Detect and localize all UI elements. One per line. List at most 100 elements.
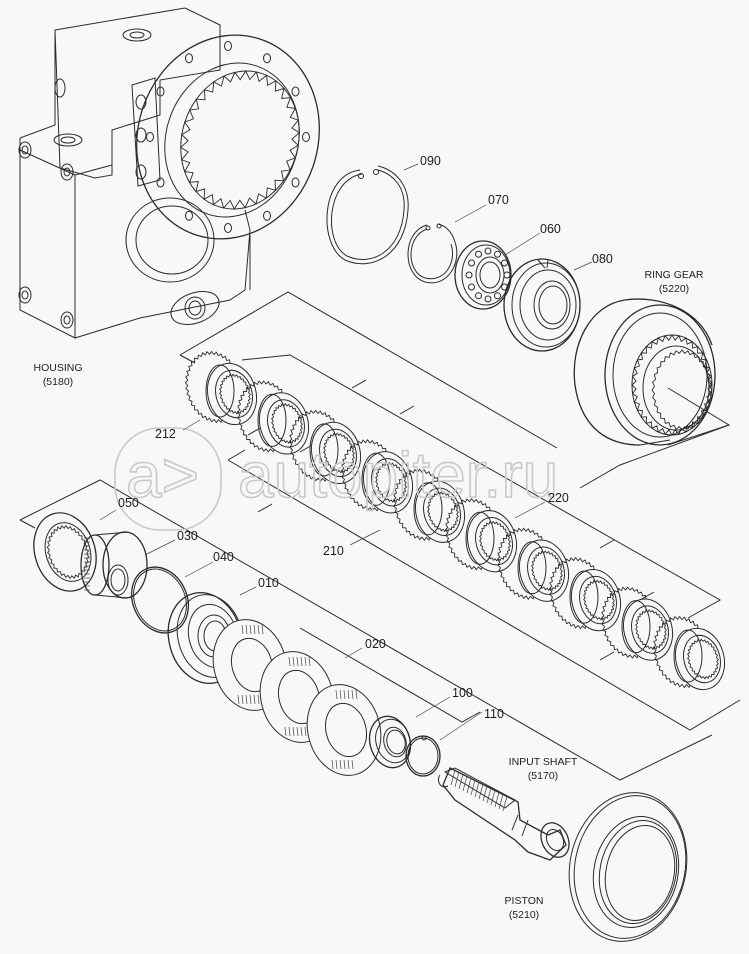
bolt-hole	[156, 86, 165, 97]
leader-lines	[99, 163, 593, 741]
washer-mark	[296, 726, 299, 737]
spline	[498, 793, 504, 810]
label-030[interactable]: 030	[177, 529, 198, 543]
housing-internal-teeth	[179, 70, 301, 210]
snap-ring-090[interactable]	[326, 165, 409, 265]
bolt-hole	[185, 210, 193, 221]
washer-mark	[304, 726, 307, 737]
washer-mark	[300, 656, 303, 667]
friction-disc-inner	[475, 517, 513, 566]
spacer-ring	[621, 600, 651, 654]
spline	[462, 775, 468, 792]
piston-label[interactable]: PISTON	[505, 895, 544, 907]
washer-mark	[296, 656, 299, 667]
friction-disc-inner	[527, 546, 565, 595]
seal-080[interactable]	[503, 258, 581, 352]
bolt-hole	[146, 132, 154, 142]
label-100[interactable]: 100	[452, 686, 473, 700]
washer-mark	[253, 624, 256, 635]
spline	[478, 783, 484, 800]
snap-ring-070[interactable]	[407, 223, 458, 284]
part-number-labels: 090 070 060 080 212 210 220 050 030 040 …	[118, 154, 613, 721]
spline	[466, 777, 472, 794]
washer-mark	[253, 694, 256, 705]
washer-mark	[284, 726, 287, 737]
friction-disc-teeth	[687, 638, 719, 680]
ring-gear-part[interactable]	[573, 298, 716, 446]
washer-mark	[257, 694, 260, 705]
friction-disc-inner	[371, 458, 409, 507]
label-050[interactable]: 050	[118, 496, 139, 510]
ring-gear-label[interactable]: RING GEAR	[645, 269, 704, 281]
roller	[494, 292, 501, 300]
piston-part[interactable]	[556, 782, 701, 953]
roller	[501, 259, 508, 267]
hub-030[interactable]	[80, 531, 148, 599]
friction-disc-teeth	[635, 609, 667, 651]
bolt-hole	[291, 177, 300, 188]
friction-disc-050[interactable]	[24, 505, 106, 600]
friction-disc-inner	[319, 428, 357, 478]
washer-hole	[230, 637, 274, 693]
roller	[503, 271, 511, 279]
bearing-060[interactable]	[454, 240, 512, 310]
housing-part[interactable]	[18, 7, 345, 339]
seal-ring-040[interactable]	[121, 558, 199, 642]
friction-disc-inner	[215, 369, 253, 419]
housing-label[interactable]: HOUSING	[33, 362, 82, 374]
label-220[interactable]: 220	[548, 491, 569, 505]
snap-ring-110[interactable]	[405, 735, 441, 777]
spline	[482, 785, 488, 802]
input-shaft-label[interactable]: INPUT SHAFT	[509, 756, 578, 768]
internal-teeth	[631, 334, 713, 436]
spacer-ring	[465, 511, 495, 565]
spacer-ring	[205, 364, 235, 418]
label-010[interactable]: 010	[258, 576, 279, 590]
input-shaft-part[interactable]	[437, 767, 574, 862]
washer-mark	[249, 694, 252, 705]
label-080[interactable]: 080	[592, 252, 613, 266]
friction-disc-teeth	[219, 373, 251, 415]
washer-hole	[277, 669, 321, 725]
clutch-disc-stack[interactable]	[184, 350, 731, 696]
washer-mark	[245, 694, 248, 705]
washer	[306, 684, 382, 776]
roller	[475, 292, 482, 300]
washer-mark	[347, 689, 350, 700]
washer-hole	[324, 702, 368, 758]
friction-disc-teeth	[531, 550, 563, 592]
washer-mark	[335, 759, 338, 770]
label-212[interactable]: 212	[155, 427, 176, 441]
spline	[450, 769, 456, 786]
bearing-rollers	[465, 247, 511, 303]
friction-disc-inner	[683, 634, 721, 684]
watermark: a> autopiter.ru	[114, 427, 559, 531]
label-090[interactable]: 090	[420, 154, 441, 168]
label-070[interactable]: 070	[488, 193, 509, 207]
input-shaft-code: (5170)	[528, 770, 558, 782]
clutch-pack-brackets	[19, 291, 741, 781]
friction-disc-teeth	[271, 402, 303, 444]
label-060[interactable]: 060	[540, 222, 561, 236]
assembly-labels: HOUSING (5180) RING GEAR (5220) INPUT SH…	[33, 269, 703, 921]
housing-code: (5180)	[43, 376, 73, 388]
seal-100[interactable]	[364, 712, 416, 773]
label-210[interactable]: 210	[323, 544, 344, 558]
washer-mark	[308, 656, 311, 667]
label-020[interactable]: 020	[365, 637, 386, 651]
friction-disc-inner	[579, 575, 617, 625]
washer-mark	[288, 726, 291, 737]
spline	[486, 787, 492, 804]
label-110[interactable]: 110	[484, 707, 504, 721]
spacer-ring	[569, 570, 599, 624]
label-040[interactable]: 040	[213, 550, 234, 564]
roller	[494, 250, 501, 258]
spline	[490, 789, 496, 806]
bolt-hole	[291, 86, 300, 97]
thrust-washers-020[interactable]	[203, 611, 390, 784]
washer-mark	[237, 694, 240, 705]
spacer-ring	[673, 629, 703, 683]
bolt-hole	[156, 177, 165, 188]
washer-mark	[300, 726, 303, 737]
